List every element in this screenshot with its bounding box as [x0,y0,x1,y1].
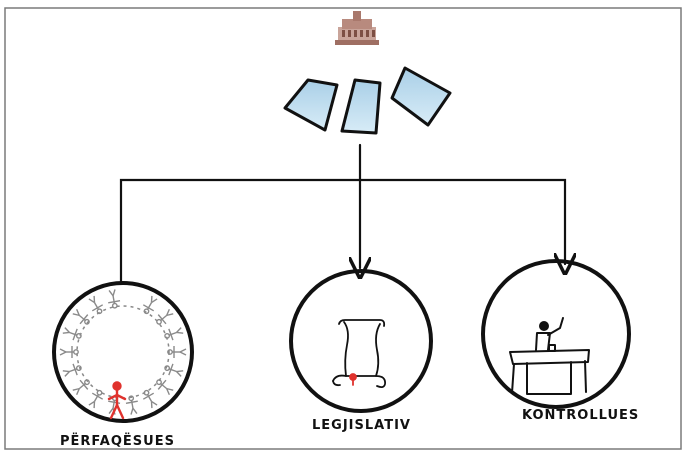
people-ring-icon [59,289,187,415]
light-beam-right [390,66,452,127]
connector-branch [119,178,567,285]
ring-person-icon [88,295,104,315]
ring-person-icon [62,327,82,341]
ring-person-icon [142,295,158,315]
red-person-icon [107,381,127,420]
ring-person-icon [156,379,174,396]
node-label-legjislativ: LEGJISLATIV [312,418,411,433]
podium-speaker-icon [509,317,590,395]
parliament-building-icon [335,11,379,45]
ring-person-icon [164,363,184,377]
page-frame [4,7,682,450]
node-label-perfaqesues: PËRFAQËSUES [60,434,175,449]
node-label-kontrolluese: KONTROLLUES [522,408,640,423]
ring-person-icon [62,363,82,377]
legislative-circle-node [289,269,433,413]
scroll-icon [332,319,386,389]
ring-person-icon [164,327,184,341]
light-beams [283,66,452,135]
ring-person-icon [72,308,90,325]
light-beam-center [340,78,382,135]
control-circle-node [481,259,631,409]
ring-person-icon [72,379,90,396]
ring-person-icon [167,346,187,358]
ring-person-icon [108,289,121,309]
ring-person-icon [142,389,158,409]
ring-person-icon [125,395,138,415]
connectors [119,143,567,285]
people-circle-node [52,281,194,423]
light-beam-left [283,78,339,132]
ring-person-icon [88,389,104,409]
ring-person-icon [59,346,79,358]
ring-person-icon [156,308,174,325]
